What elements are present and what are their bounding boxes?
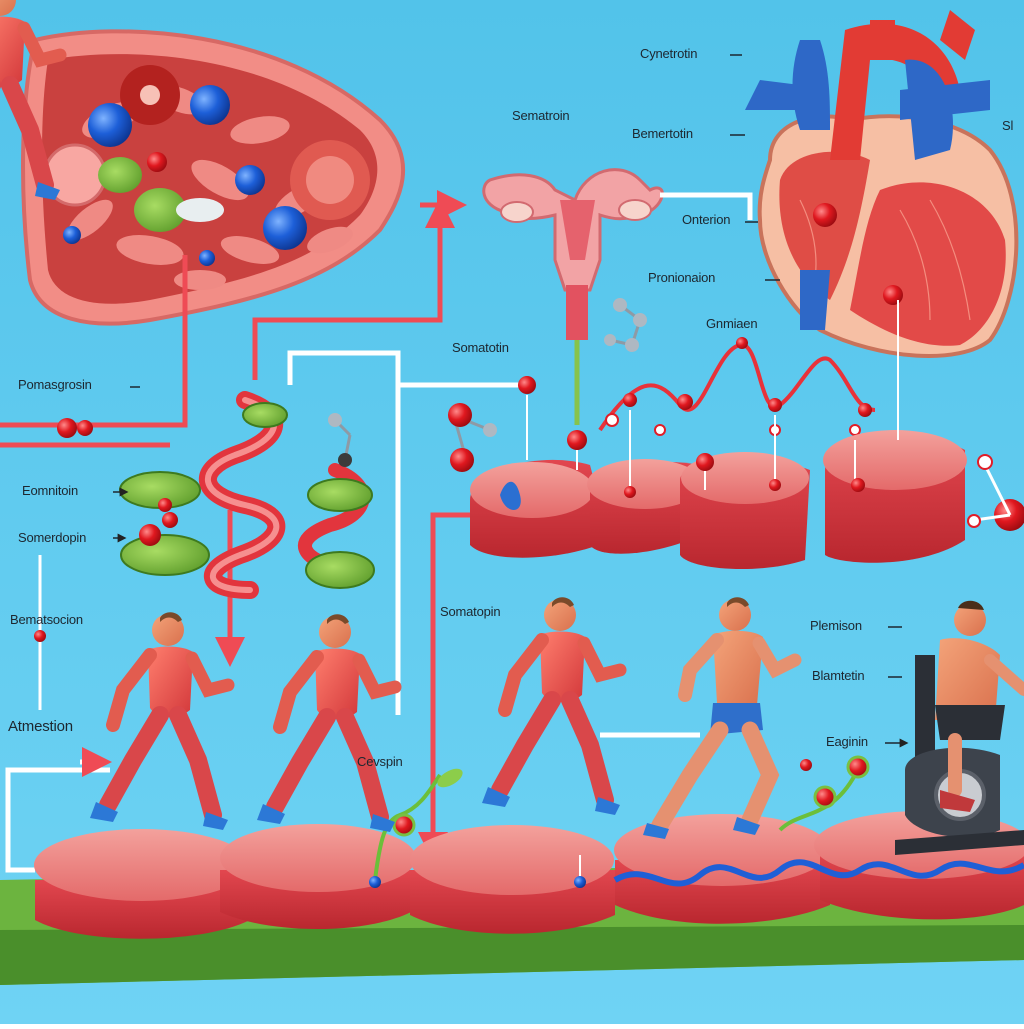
label-somatotin: Somatotin [452,340,509,355]
muscle-tissue-slab [470,459,610,558]
label-somatopin: Somatopin [440,604,501,619]
bottom-muscle-slab-row [34,811,1024,939]
exercise-bike-icon [895,600,1024,855]
label-sematroin: Sematroin [512,108,570,123]
liver-organ [21,29,406,326]
muscle-tissue-slab [220,824,416,930]
label-bematsocion: Bematsocion [10,612,83,627]
label-bemertotin: Bemertotin [632,126,693,141]
label-atmestion: Atmestion [8,718,73,735]
label-onterion: Onterion [682,212,731,227]
label-somerdopin: Somerdopin [18,530,87,545]
heart-organ [745,10,1019,359]
label-eaginin: Eaginin [826,734,868,749]
label-gnmiaen: Gnmiaen [706,316,758,331]
green-cell [98,157,224,232]
runner-figure [643,597,802,839]
label-cevspin: Cevspin [357,754,403,769]
muscle-tissue-slab [34,829,250,939]
muscle-tissue-slab [410,825,615,934]
label-blamtetin: Blamtetin [812,668,865,683]
muscle-tissue-slab [823,430,967,563]
label-plemison: Plemison [810,618,862,633]
label-pomasgrosin: Pomasgrosin [18,377,92,392]
muscle-tissue-slab-row [470,300,967,570]
uterus-organ [482,168,664,425]
runner-figure [0,0,67,200]
green-disc-stack [119,402,375,589]
label-pronionaion: Pronionaion [648,270,716,285]
label-sl: Sl [1002,118,1014,133]
sprout-molecule [369,755,870,888]
white-connectors [5,192,753,873]
label-eomnitoin: Eomnitoin [22,483,79,498]
muscle-tissue-slab [680,452,810,570]
peptide-wave [598,337,876,436]
label-leaders [113,54,909,748]
label-cynetrotin: Cynetrotin [640,46,698,61]
muscle-tissue-slab [587,459,703,554]
molecule-icon [328,298,1024,531]
